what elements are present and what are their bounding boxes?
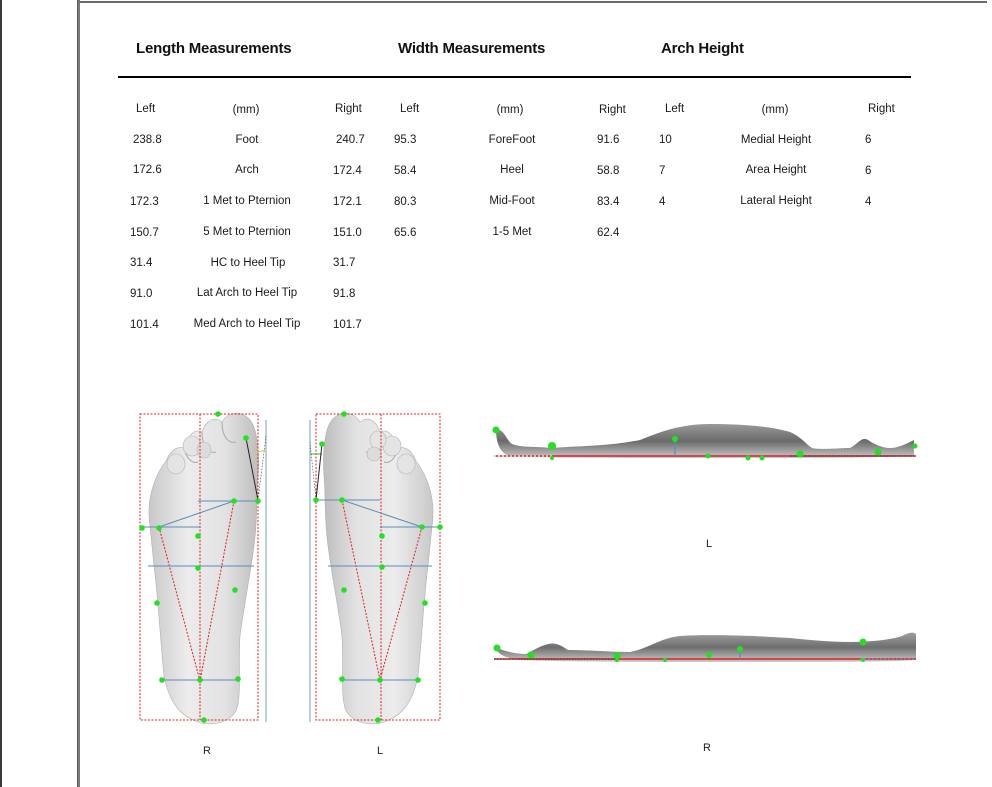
landmark-markers [493, 638, 867, 662]
arch-header-left: Left [665, 103, 685, 115]
foot-profile [496, 424, 914, 458]
length-right-value: 91.8 [333, 288, 356, 300]
length-left-value: 91.0 [130, 288, 153, 300]
side-left-label: L [706, 538, 713, 550]
length-header-right: Right [335, 103, 362, 115]
length-label: 5 Met to Pternion [203, 226, 291, 238]
bounding-box [139, 413, 259, 721]
foot-profile [496, 632, 916, 662]
arch-label: Area Height [745, 164, 807, 176]
arch-right-value: 6 [865, 165, 872, 177]
landmark-markers [139, 411, 261, 723]
width-right-value: 58.8 [597, 165, 620, 177]
arch-height-title: Arch Height [661, 40, 744, 57]
length-left-value: 31.4 [130, 257, 153, 269]
header-rule [118, 76, 911, 78]
length-right-value: 151.0 [333, 227, 362, 239]
page-border-top [79, 1, 987, 3]
width-left-value: 80.3 [394, 196, 417, 208]
plantar-right-label: R [203, 745, 211, 757]
width-right-value: 62.4 [597, 227, 620, 239]
length-header-unit: (mm) [232, 104, 260, 116]
plantar-view-left-foot [306, 406, 446, 726]
width-right-value: 91.6 [597, 134, 620, 146]
side-view-left-foot [490, 418, 920, 466]
arch-left-value: 4 [659, 196, 666, 208]
landmark-markers [313, 411, 443, 723]
width-header-left: Left [400, 103, 420, 115]
length-left-value: 101.4 [130, 319, 159, 331]
length-right-value: 172.1 [333, 196, 362, 208]
arch-header-unit: (mm) [761, 104, 789, 116]
width-label: Mid-Foot [489, 195, 535, 207]
width-measurements-title: Width Measurements [398, 40, 546, 57]
arch-left-value: 7 [659, 165, 666, 177]
length-left-value: 172.3 [130, 196, 159, 208]
side-view-right-foot [490, 628, 920, 668]
length-left-value: 150.7 [130, 227, 159, 239]
plantar-left-label: L [377, 745, 384, 757]
length-right-value: 31.7 [333, 257, 356, 269]
arch-right-value: 6 [865, 134, 872, 146]
landmark-markers [492, 426, 918, 461]
width-left-value: 65.6 [394, 227, 417, 239]
length-left-value: 238.8 [133, 134, 162, 146]
length-label: Med Arch to Heel Tip [193, 318, 301, 330]
arch-left-value: 10 [659, 134, 672, 146]
arch-right-value: 4 [865, 196, 872, 208]
length-label: Arch [235, 164, 259, 176]
width-header-unit: (mm) [496, 104, 524, 116]
foot-silhouette [148, 412, 259, 725]
width-header-right: Right [599, 104, 626, 116]
length-label: 1 Met to Pternion [203, 195, 291, 207]
width-left-value: 95.3 [394, 134, 417, 146]
window-border-left [0, 0, 2, 787]
length-label: HC to Heel Tip [210, 257, 286, 269]
length-label: Lat Arch to Heel Tip [196, 287, 298, 299]
side-right-label: R [703, 742, 711, 754]
width-left-value: 58.4 [394, 165, 417, 177]
length-measurements-title: Length Measurements [136, 40, 292, 57]
length-left-value: 172.6 [133, 164, 162, 176]
width-label: 1-5 Met [492, 226, 532, 238]
length-right-value: 172.4 [333, 165, 362, 177]
arch-label: Medial Height [740, 134, 812, 146]
length-header-left: Left [136, 103, 156, 115]
width-label: ForeFoot [488, 134, 536, 146]
plantar-view-right-foot [136, 406, 272, 726]
length-right-value: 240.7 [336, 134, 365, 146]
arch-label: Lateral Height [740, 195, 812, 207]
width-label: Heel [500, 164, 524, 176]
arch-header-right: Right [868, 103, 895, 115]
length-label: Foot [235, 134, 259, 146]
page-border-left [77, 0, 80, 787]
width-right-value: 83.4 [597, 196, 620, 208]
length-right-value: 101.7 [333, 319, 362, 331]
